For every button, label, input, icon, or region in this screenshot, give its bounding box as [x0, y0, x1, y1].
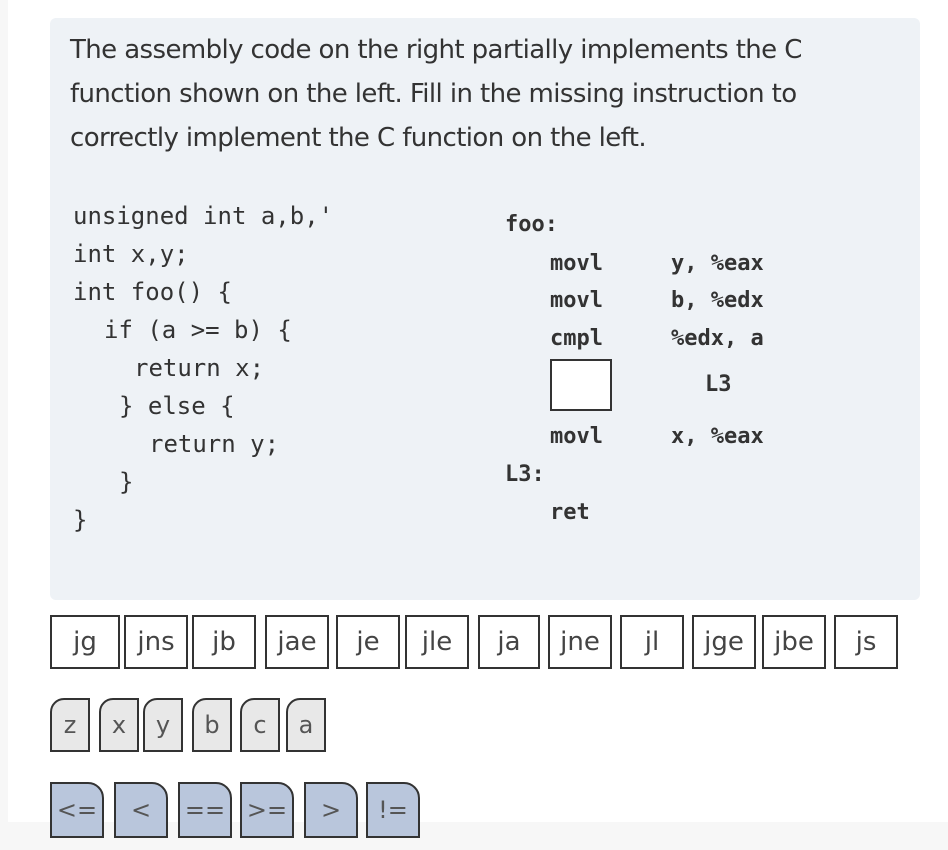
variable-y[interactable]: y	[143, 698, 183, 752]
option-jb[interactable]: jb	[192, 615, 256, 669]
relation-ge[interactable]: >=	[240, 782, 294, 838]
option-jg[interactable]: jg	[50, 615, 120, 669]
option-jle[interactable]: jle	[405, 615, 469, 669]
option-jl[interactable]: jl	[620, 615, 684, 669]
option-jbe[interactable]: jbe	[762, 615, 826, 669]
c-code-line-4: if (a >= b) {	[104, 316, 292, 344]
c-code-line-8: }	[119, 468, 134, 496]
asm-op-1: movl	[550, 251, 603, 276]
relation-ne[interactable]: !=	[366, 782, 420, 838]
c-code-line-7: return y;	[149, 430, 280, 458]
relation-eq[interactable]: ==	[178, 782, 232, 838]
asm-args-2: b, %edx	[671, 288, 764, 313]
relation-gt[interactable]: >	[304, 782, 358, 838]
asm-blank-target: L3	[705, 372, 732, 397]
asm-ret: ret	[550, 500, 590, 525]
question-prompt: The assembly code on the right partially…	[70, 35, 802, 153]
option-jge[interactable]: jge	[692, 615, 756, 669]
relation-lt[interactable]: <	[114, 782, 168, 838]
variable-z[interactable]: z	[50, 698, 90, 752]
option-ja[interactable]: ja	[478, 615, 540, 669]
variable-c[interactable]: c	[240, 698, 280, 752]
c-code-line-6: } else {	[119, 392, 235, 420]
relation-le[interactable]: <=	[50, 782, 104, 838]
asm-args-1: y, %eax	[671, 251, 764, 276]
question-panel	[50, 18, 920, 600]
asm-args-4: x, %eax	[671, 424, 764, 449]
option-jae[interactable]: jae	[265, 615, 329, 669]
c-code-line-3: int foo() {	[73, 278, 232, 306]
left-scroll-gutter	[0, 0, 8, 850]
c-code-line-5: return x;	[134, 354, 265, 382]
variable-a[interactable]: a	[286, 698, 326, 752]
c-code-line-1: unsigned int a,b,'	[73, 202, 334, 230]
c-code-line-2: int x,y;	[73, 240, 189, 268]
asm-op-3: cmpl	[550, 326, 603, 351]
missing-instruction-dropzone[interactable]	[550, 359, 612, 411]
asm-label-foo: foo:	[505, 212, 558, 237]
asm-label-l3: L3:	[505, 462, 545, 487]
c-code-line-9: }	[73, 506, 88, 534]
asm-args-3: %edx, a	[671, 326, 764, 351]
option-je[interactable]: je	[336, 615, 400, 669]
asm-op-2: movl	[550, 288, 603, 313]
option-jns[interactable]: jns	[124, 615, 188, 669]
option-jne[interactable]: jne	[548, 615, 612, 669]
option-js[interactable]: js	[834, 615, 898, 669]
variable-b[interactable]: b	[192, 698, 232, 752]
variable-x[interactable]: x	[99, 698, 139, 752]
asm-op-4: movl	[550, 424, 603, 449]
